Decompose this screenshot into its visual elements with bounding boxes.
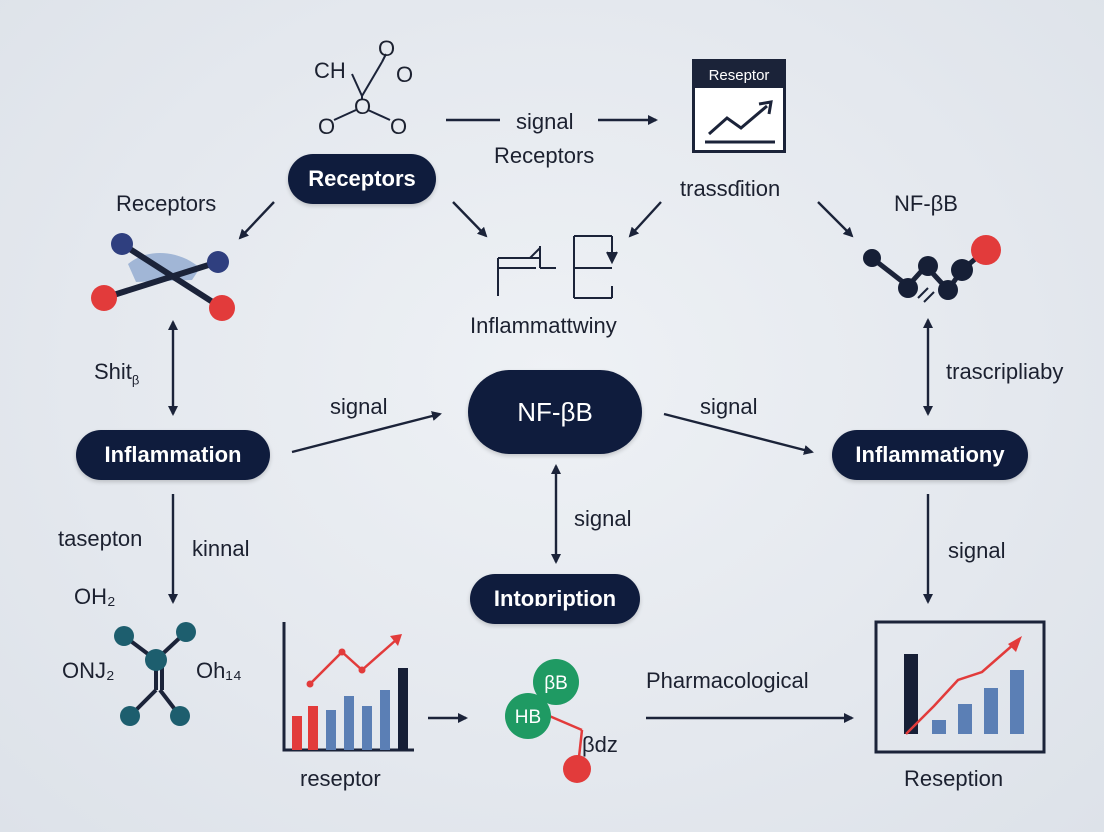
formula-onj2: ONJ₂ [62,658,115,683]
reseptor-monitor-box: Reseptor [692,59,786,153]
arrow-trassdition-to-circuit [628,201,662,238]
label-shit-sub: β [131,372,140,388]
monitor-header: Reseptor [695,62,783,88]
arrow-to-nfkb-molecule [817,201,854,238]
label-tasepton: tasepton [58,526,143,551]
label-shit: Shitβ [94,359,140,388]
label-reseption-bottom: Reseption [904,766,1004,791]
label-signal-right: signal [700,394,758,419]
label-shit-main: Shit [94,359,132,384]
formula-o-left: O [318,114,336,139]
bubble-cluster [505,659,591,783]
formula-o-right: O [396,62,414,87]
formula-top-bonds [333,53,391,121]
formula-o-mid: O [354,94,372,119]
formula-ch: CH [314,58,346,83]
bubble-hb-label: HB [515,707,541,728]
bubble-texts: βB HB βdz [515,673,618,757]
reseption-chart [874,620,1046,754]
arrow-receptors-to-circuit [452,201,488,238]
label-receptors-top: Receptors [494,143,595,168]
reseptor-chart [282,622,414,752]
bubble-beta-dz-label: βdz [582,732,618,757]
trend-chart-icon [705,100,775,144]
arrow-nfkb-to-inflammationy [663,412,814,455]
label-nfkb-right: NF-βB [894,191,958,216]
label-receptors-left: Receptors [116,191,217,216]
arrow-inflammation-to-nfkb [291,411,442,454]
arrow-to-receptor-molecule [238,201,275,240]
formula-oh14: Oh₁₄ [196,658,242,683]
label-signal-center: signal [574,506,632,531]
label-pharmacological: Pharmacological [646,668,809,693]
nfkb-node: NF-βB [468,370,642,454]
label-signal-left: signal [330,394,388,419]
teal-molecule [114,622,196,726]
formula-o-bottom: O [390,114,408,139]
formula-o-top: O [378,36,396,61]
label-signal-top: signal [516,109,574,134]
receptors-node-label: Receptors [308,166,416,191]
formula-oh2: OH₂ [74,584,116,609]
inflammationy-node-label: Inflammationy [855,442,1005,467]
receptor-molecule [91,233,235,321]
inflammationy-node: Inflammationy [832,430,1028,480]
nfkb-node-label: NF-βB [517,397,593,427]
label-inflammattwiny: Inflammattwiny [470,313,617,338]
label-kinnal: kinnal [192,536,250,561]
intoription-node-label: Intoɒription [493,586,617,611]
label-reseptor-bottom: reseptor [300,766,381,791]
label-trascripliaby: trascripliaby [946,359,1064,384]
inflammation-node-label: Inflammation [104,442,242,467]
label-signal-far-right: signal [948,538,1006,563]
label-trassdition: trassɗition [680,176,781,201]
bubble-beta-b-label: βB [544,673,568,694]
intoription-node: Intoɒription [470,574,640,624]
nfkb-molecule [863,235,1001,303]
pathway-circuit-icon [497,235,618,299]
arrows [168,115,933,723]
receptors-node: Receptors [288,154,436,204]
inflammation-node: Inflammation [76,430,270,480]
